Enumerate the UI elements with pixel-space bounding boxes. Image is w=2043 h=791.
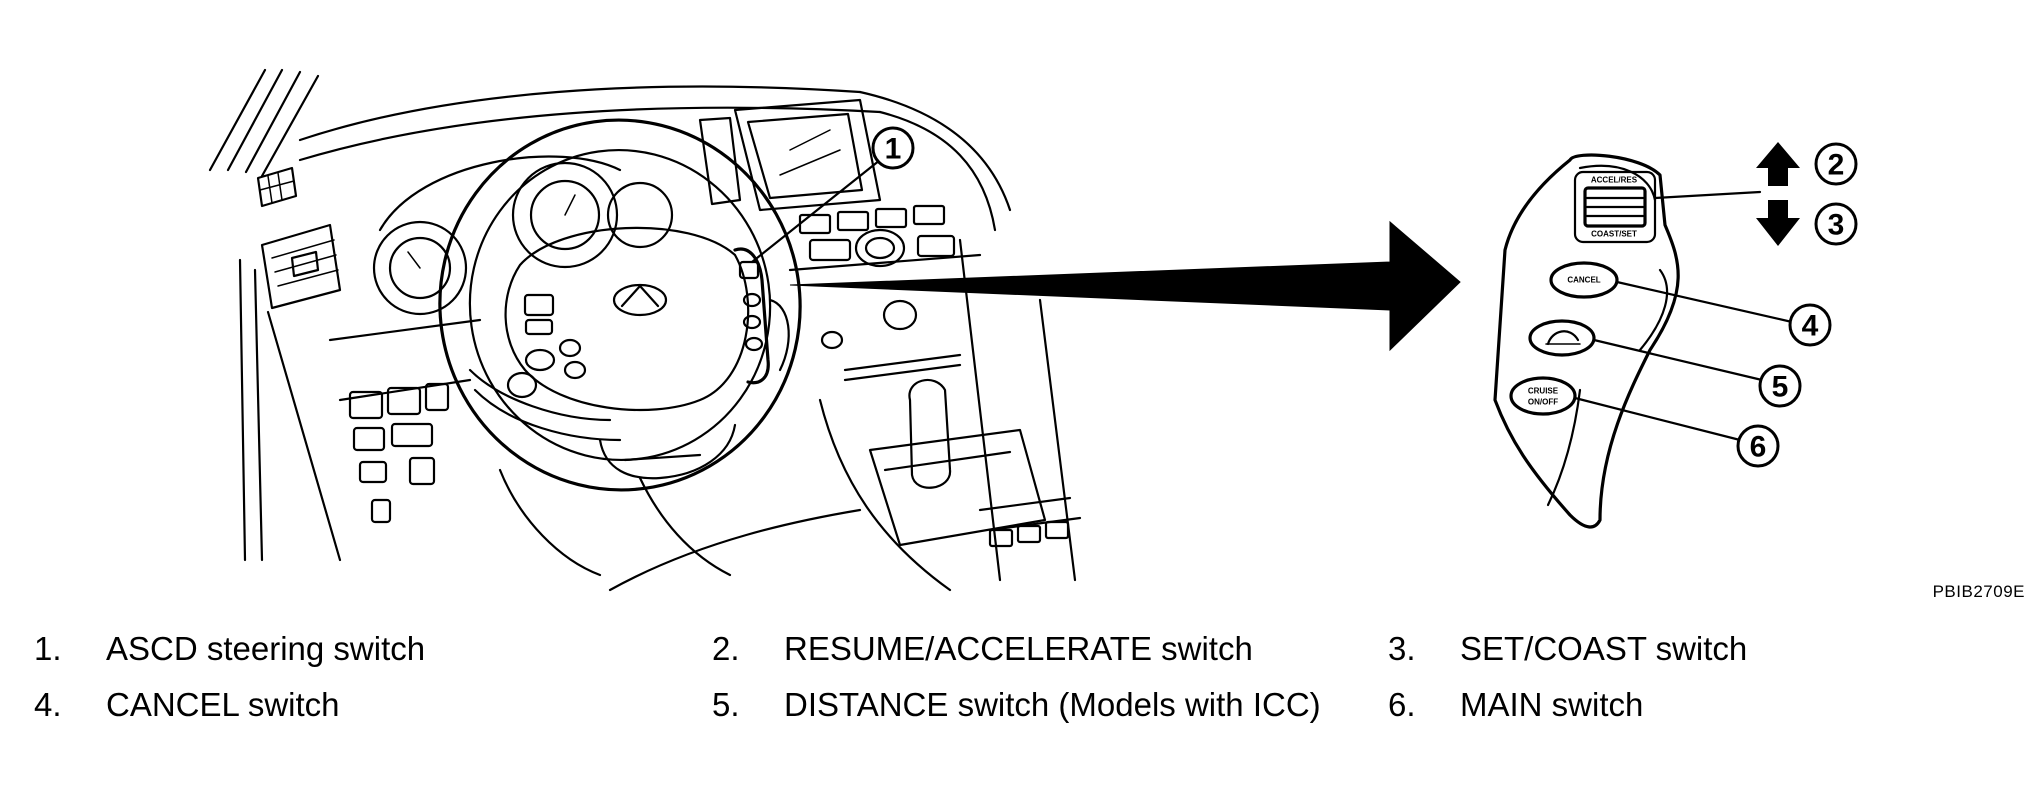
corner-vent xyxy=(256,166,298,208)
coast-set-label: COAST/SET xyxy=(1591,230,1637,239)
legend-num: 1. xyxy=(34,630,62,667)
legend-num: 3. xyxy=(1388,630,1416,667)
infiniti-logo xyxy=(612,283,668,317)
callout-label-4: 4 xyxy=(1802,310,1819,343)
legend-text: CANCEL switch xyxy=(106,686,340,723)
accel-res-label: ACCEL/RES xyxy=(1591,176,1638,185)
legend-num: 5. xyxy=(712,686,740,723)
ascd-switch-on-wheel xyxy=(733,247,790,385)
legend-text: DISTANCE switch (Models with ICC) xyxy=(784,686,1321,723)
legend-num: 2. xyxy=(712,630,740,667)
legend-num: 4. xyxy=(34,686,62,723)
switch-detail-view: ACCEL/RES COAST/SET CANCEL CRUISE ON/OFF xyxy=(1493,142,1858,529)
cruise-main-switch: CRUISE ON/OFF xyxy=(1509,376,1577,416)
distance-switch xyxy=(1528,319,1596,357)
instrument-cluster xyxy=(372,155,674,316)
left-air-vent xyxy=(260,223,342,310)
down-arrow-icon xyxy=(1756,200,1800,246)
dashboard-illustration xyxy=(208,68,1082,592)
figure-code: PBIB2709E xyxy=(1932,582,2025,601)
callout-label-6: 6 xyxy=(1750,431,1767,464)
accel-coast-rocker-switch: ACCEL/RES COAST/SET xyxy=(1573,170,1657,244)
cancel-switch: CANCEL xyxy=(1549,261,1619,299)
legend-text: ASCD steering switch xyxy=(106,630,426,667)
left-switch-cluster xyxy=(348,382,450,524)
callout-6: 6 xyxy=(1736,424,1780,468)
legend-text: SET/COAST switch xyxy=(1460,630,1748,667)
ascd-switch-diagram: 1 ACCEL/RES COAST/SET CANCEL xyxy=(208,68,1858,592)
callout-1: 1 xyxy=(750,126,915,264)
callout-3: 3 xyxy=(1814,202,1858,246)
callout-4: 4 xyxy=(1788,303,1832,347)
cancel-label: CANCEL xyxy=(1567,276,1600,285)
legend: 1. ASCD steering switch 2. RESUME/ACCELE… xyxy=(0,618,2043,768)
pointer-arrow xyxy=(789,220,1461,352)
legend-num: 6. xyxy=(1388,686,1416,723)
callout-5: 5 xyxy=(1758,364,1802,408)
callout-label-5: 5 xyxy=(1772,371,1789,404)
callout-label-3: 3 xyxy=(1828,209,1845,242)
up-arrow-icon xyxy=(1756,142,1800,186)
callout-2: 2 xyxy=(1814,142,1858,186)
cruise-label-line2: ON/OFF xyxy=(1528,398,1558,407)
legend-text: RESUME/ACCELERATE switch xyxy=(784,630,1253,667)
callout-label-2: 2 xyxy=(1828,149,1845,182)
center-console xyxy=(608,98,1082,592)
cruise-label-line1: CRUISE xyxy=(1528,387,1559,396)
legend-text: MAIN switch xyxy=(1460,686,1644,723)
steering-wheel xyxy=(438,118,802,577)
callout-label-1: 1 xyxy=(885,133,902,166)
